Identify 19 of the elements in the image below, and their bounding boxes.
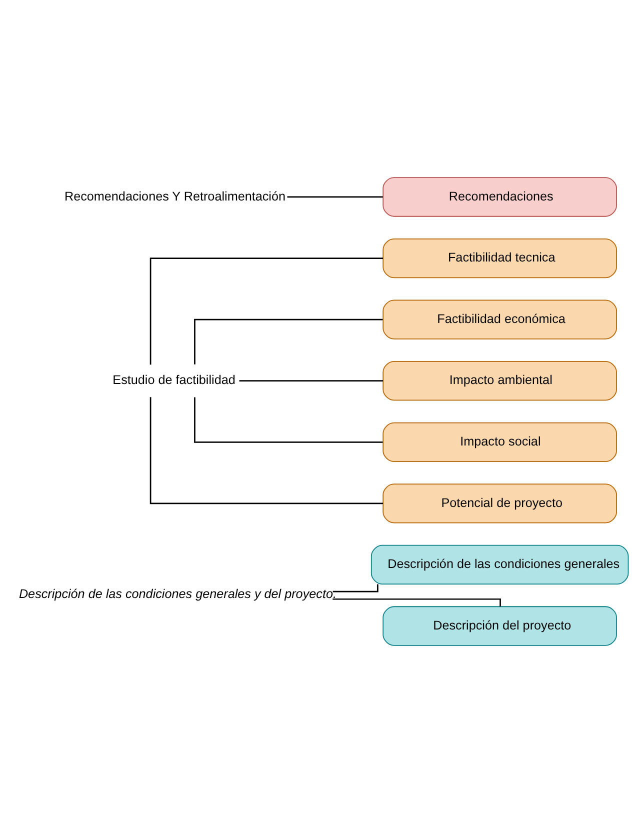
node-box: Potencial de proyecto <box>382 484 617 524</box>
connector <box>239 380 384 382</box>
node-box: Impacto ambiental <box>382 361 617 401</box>
connector <box>194 397 383 443</box>
connector <box>332 584 378 592</box>
connector <box>150 258 384 365</box>
node-box: Recomendaciones <box>382 177 617 217</box>
connector <box>194 318 383 364</box>
node-text: Estudio de factibilidad <box>112 373 236 388</box>
connector <box>150 397 384 504</box>
connector <box>332 598 501 606</box>
node-box: Impacto social <box>382 422 617 462</box>
connector <box>287 196 383 198</box>
node-box: Descripción del proyecto <box>382 606 617 646</box>
node-text: Recomendaciones Y Retroalimentación <box>64 189 286 204</box>
node-text: Descripción de las condiciones generales y del proyecto. <box>18 586 336 601</box>
node-box: Factibilidad tecnica <box>382 238 617 278</box>
node-box: Factibilidad económica <box>382 300 617 340</box>
node-box: Descripción de las condiciones generales <box>370 544 629 585</box>
